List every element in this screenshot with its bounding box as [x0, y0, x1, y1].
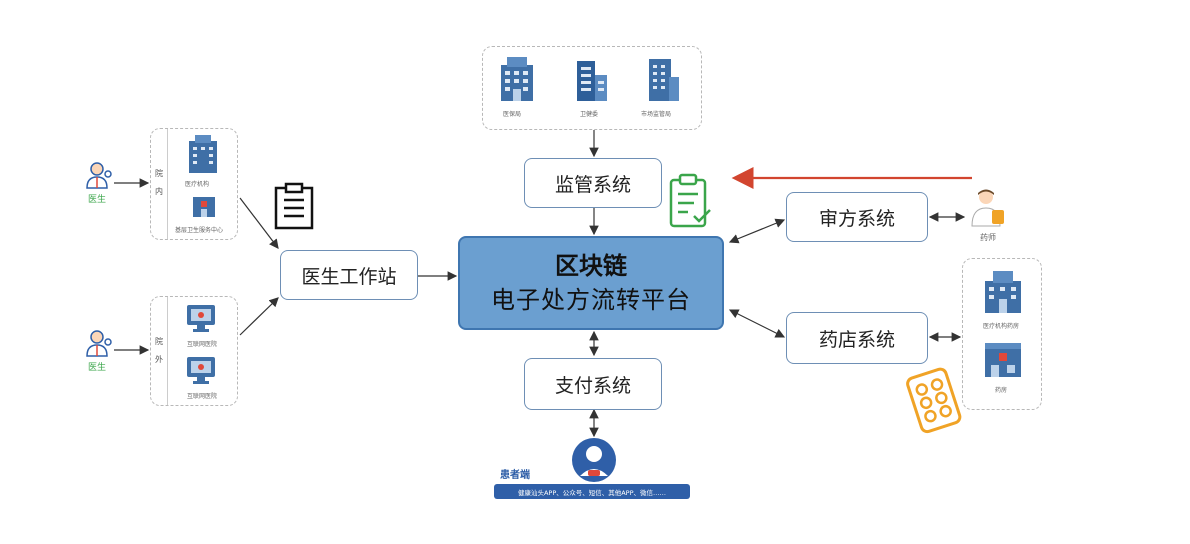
pills-icon	[906, 367, 962, 434]
pharmacy-system-node[interactable]: 药店系统	[786, 312, 928, 364]
regulator-label: 医保局	[503, 111, 522, 118]
pharmacy-group-label: 药房	[995, 387, 1008, 394]
pharmacist-icon	[971, 189, 1004, 227]
outhospital-group: 院外 互联网医院 互联网医院	[150, 296, 238, 406]
arrow-outhospital-station	[239, 297, 279, 336]
clipboard-check-icon	[669, 173, 711, 228]
inhospital-label: 院内	[155, 169, 163, 196]
pharmacy-store-icon	[985, 343, 1021, 377]
hospital-building-icon	[985, 271, 1021, 313]
clinic-icon	[193, 197, 215, 217]
hospital-building-icon	[189, 135, 217, 173]
pharmacy-group-label: 医疗机构药房	[983, 323, 1020, 330]
review-system-node[interactable]: 审方系统	[786, 192, 928, 242]
outhospital-item-label: 互联网医院	[187, 393, 218, 400]
doctor-label: 医生	[88, 195, 107, 205]
supervision-system-node[interactable]: 监管系统	[524, 158, 662, 208]
arrow-center-review	[728, 218, 786, 244]
doctor-label: 医生	[88, 363, 107, 373]
clipboard-icon	[274, 182, 314, 230]
regulators-group: 医保局 卫健委 市场监管局	[482, 46, 702, 130]
regulator-label: 卫健委	[580, 111, 599, 118]
blockchain-platform[interactable]: 区块链 电子处方流转平台	[458, 236, 724, 330]
monitor-icon	[187, 357, 215, 384]
arrow-center-pharmacy	[728, 309, 786, 338]
platform-title: 区块链	[555, 252, 627, 280]
platform-subtitle: 电子处方流转平台	[491, 286, 691, 314]
inhospital-item-label: 医疗机构	[185, 181, 210, 188]
government-building-icon	[577, 61, 607, 101]
market-office-icon	[649, 59, 679, 101]
outhospital-item-label: 互联网医院	[187, 341, 218, 348]
patient-label: 患者端	[500, 470, 530, 481]
regulator-label: 市场监管局	[641, 111, 672, 118]
doctor-icon	[86, 162, 112, 189]
doctor-station-node[interactable]: 医生工作站	[280, 250, 418, 300]
patient-channels: 健康汕头APP、公众号、短信、其他APP、微信……	[517, 488, 667, 497]
doctor-icon	[86, 330, 112, 357]
pharmacist-label: 药师	[980, 233, 996, 242]
arrow-inhospital-station	[239, 197, 279, 249]
inhospital-group: 院内 医疗机构 基层卫生服务中心	[150, 128, 238, 240]
payment-system-node[interactable]: 支付系统	[524, 358, 662, 410]
hospital-building-icon	[501, 57, 533, 101]
inhospital-item-label: 基层卫生服务中心	[175, 227, 224, 234]
monitor-icon	[187, 305, 215, 332]
patient-channels-bar: 健康汕头APP、公众号、短信、其他APP、微信……	[494, 484, 690, 499]
patient-avatar-icon	[572, 438, 616, 482]
outhospital-label: 院外	[155, 337, 163, 364]
pharmacy-group: 医疗机构药房 药房	[962, 258, 1042, 410]
